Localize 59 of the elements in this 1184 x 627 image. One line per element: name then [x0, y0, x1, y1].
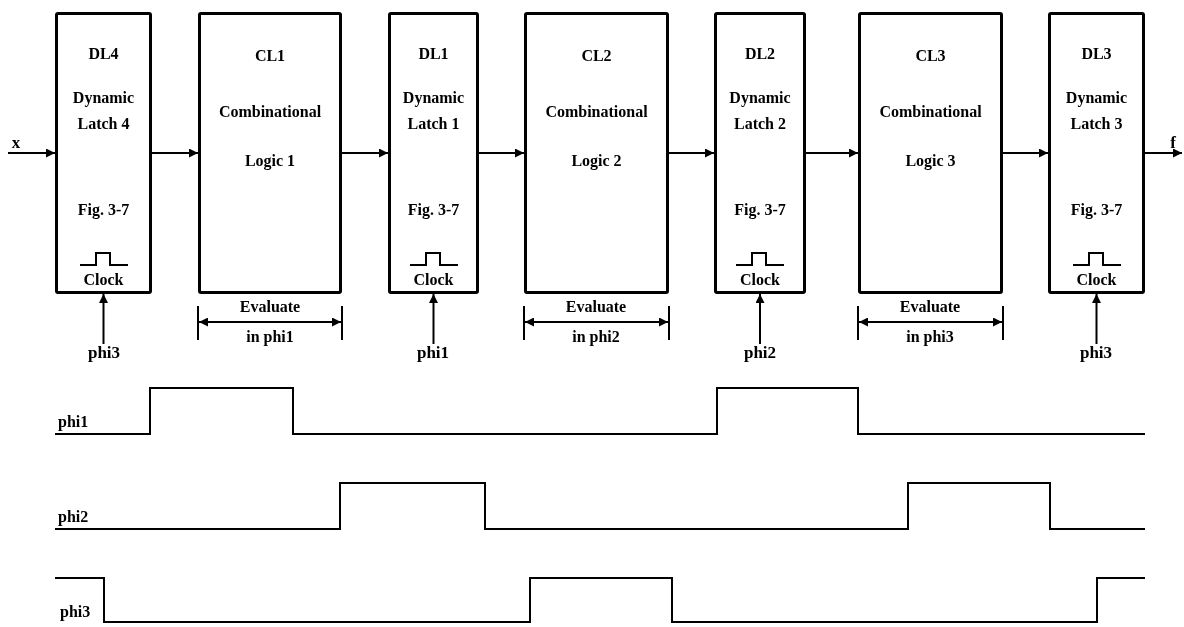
latch-block	[714, 12, 806, 294]
block-title: Logic 1	[244, 151, 296, 172]
arrow	[478, 148, 525, 158]
signal-name: phi3	[86, 344, 122, 361]
latch-block	[388, 12, 479, 294]
clock-label: Clock	[740, 270, 780, 290]
dimension-label: Evaluate	[239, 298, 301, 316]
block-id: CL1	[254, 46, 286, 66]
block-title: Logic 2	[571, 151, 622, 172]
clock-label: Clock	[413, 270, 454, 290]
dimension-label: in phi2	[572, 328, 620, 346]
arrow	[1002, 148, 1049, 158]
arrow	[1144, 148, 1183, 158]
block-title: Dynamic Latch 2	[729, 88, 791, 134]
block-id: DL3	[1081, 44, 1112, 64]
dimension-label: in phi1	[246, 328, 294, 346]
figure-reference: Fig. 3-7	[407, 200, 460, 221]
arrow	[151, 148, 199, 158]
arrow	[1092, 293, 1101, 345]
clock-label: Clock	[1076, 270, 1117, 290]
block-id: DL4	[88, 44, 119, 64]
block-id: CL3	[915, 46, 946, 66]
block-title: Combinational	[218, 102, 322, 122]
signal-name: phi3	[1078, 344, 1114, 361]
arrow	[341, 148, 389, 158]
block-id: DL2	[744, 44, 776, 64]
figure-reference: Fig. 3-7	[77, 200, 130, 221]
figure-reference: Fig. 3-7	[1070, 200, 1123, 221]
arrow	[7, 148, 56, 158]
block-title: Combinational	[879, 102, 982, 122]
signal-name: x	[10, 134, 22, 151]
arrow	[99, 293, 108, 345]
dimension-label: in phi3	[906, 328, 954, 346]
latch-block	[1048, 12, 1145, 294]
signal-name: phi3	[60, 603, 91, 621]
logic-block	[198, 12, 342, 294]
block-id: CL2	[581, 46, 612, 66]
arrow	[755, 293, 765, 345]
dimension-label: Evaluate	[899, 298, 961, 316]
signal-name: phi1	[415, 344, 451, 361]
figure-reference: Fig. 3-7	[734, 200, 786, 221]
block-title: Dynamic Latch 1	[402, 88, 465, 134]
arrow	[668, 148, 715, 158]
logic-block	[858, 12, 1003, 294]
signal-name: phi2	[58, 508, 89, 526]
signal-name: f	[1169, 134, 1177, 151]
arrow	[429, 293, 438, 345]
signal-name: phi1	[58, 413, 89, 431]
block-title: Logic 3	[905, 151, 956, 172]
clock-label: Clock	[83, 270, 124, 290]
block-title: Combinational	[545, 102, 648, 122]
signal-name: phi2	[742, 344, 778, 361]
arrow	[805, 148, 859, 158]
block-id: DL1	[418, 44, 449, 64]
block-title: Dynamic Latch 4	[72, 88, 135, 134]
dimension-label: Evaluate	[565, 298, 627, 316]
logic-block	[524, 12, 669, 294]
latch-block	[55, 12, 152, 294]
block-title: Dynamic Latch 3	[1065, 88, 1128, 134]
